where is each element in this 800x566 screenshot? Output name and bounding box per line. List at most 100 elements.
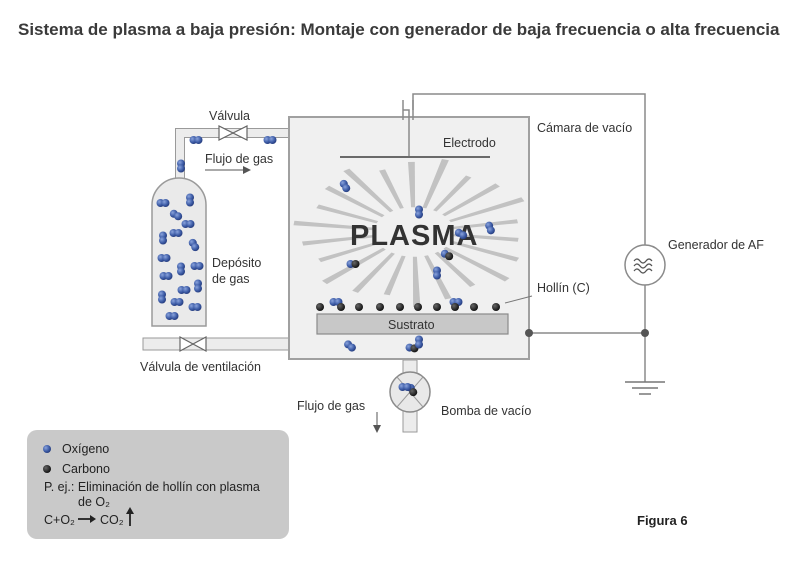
carbon-atom — [492, 303, 500, 311]
plasma-ray — [352, 252, 395, 293]
oxygen-atom — [459, 231, 468, 240]
plasma-ray — [383, 255, 406, 296]
oxygen-atom — [342, 184, 351, 193]
plasma-ray — [302, 234, 375, 246]
carbon-atom — [355, 303, 363, 311]
legend: Oxígeno Carbono P. ej.: Eliminación de h… — [27, 430, 289, 539]
oxygen-atom — [177, 267, 185, 276]
oxygen-atom — [415, 210, 423, 219]
legend-example-line1: P. ej.: Eliminación de hollín con plasma — [44, 480, 260, 494]
legend-example-line2: de O₂ — [78, 495, 110, 509]
oxygen-atom — [161, 199, 170, 207]
carbon-atom — [445, 252, 454, 261]
vent-pipe — [142, 337, 290, 351]
carbon-atom — [396, 303, 404, 311]
gas-up-arrow-icon — [126, 507, 134, 526]
carbon-atom — [409, 388, 418, 397]
plasma-ray — [453, 233, 519, 242]
plasma-ray — [449, 240, 520, 262]
plasma-ray — [408, 161, 416, 208]
carbon-atom — [470, 303, 478, 311]
electrode-label: Electrodo — [443, 136, 496, 150]
reaction-arrow-icon — [78, 515, 96, 523]
oxygen-atom — [194, 284, 202, 293]
plasma-ray — [433, 175, 472, 212]
plasma-ray — [318, 241, 379, 263]
carbon-atom — [316, 303, 324, 311]
oxygen-atom — [174, 229, 183, 237]
plasma-label: PLASMA — [350, 220, 478, 252]
soot-leader-line — [504, 295, 533, 304]
ground-icon — [625, 381, 665, 395]
figure-label: Figura 6 — [637, 513, 688, 528]
legend-oxygen: Oxígeno — [62, 442, 109, 456]
legend-carbon: Carbono — [62, 462, 110, 476]
plasma-ray — [422, 159, 449, 209]
substrate-label: Sustrato — [388, 318, 435, 332]
junction-dot — [525, 329, 533, 337]
oxygen-atom — [433, 271, 441, 280]
carbon-atom — [376, 303, 384, 311]
carbon-atom — [414, 303, 422, 311]
plasma-ray — [316, 204, 379, 224]
oxygen-legend-icon — [43, 445, 51, 453]
oxygen-atom — [164, 272, 173, 280]
carbon-atom — [433, 303, 441, 311]
oxygen-atom — [403, 383, 412, 391]
gas-flow-label-top: Flujo de gas — [205, 152, 273, 166]
plasma-ray — [434, 251, 476, 287]
gas-valve-icon[interactable] — [218, 125, 248, 141]
carbon-legend-icon — [43, 465, 51, 473]
oxygen-atom — [486, 226, 495, 235]
soot-label: Hollín (C) — [537, 281, 590, 295]
oxygen-atom — [182, 286, 191, 294]
valve-label: Válvula — [209, 109, 250, 123]
oxygen-atom — [158, 295, 166, 304]
oxygen-atom — [175, 298, 184, 306]
oxygen-atom — [347, 343, 356, 352]
oxygen-atom — [194, 136, 203, 144]
oxygen-atom — [174, 212, 183, 221]
gas-tank — [151, 177, 207, 327]
junction-dot — [641, 329, 649, 337]
plasma-glow — [293, 159, 525, 307]
plasma-ray — [343, 168, 394, 213]
vent-valve-icon[interactable] — [179, 335, 207, 353]
oxygen-atom — [162, 254, 171, 262]
plasma-ray — [443, 246, 510, 282]
plasma-ray — [449, 197, 525, 223]
plasma-ray — [379, 169, 404, 209]
oxygen-atom — [268, 136, 277, 144]
electrode-wiring — [402, 93, 646, 382]
plasma-ray — [293, 220, 375, 231]
plasma-ray — [442, 183, 500, 217]
oxygen-atom — [195, 262, 204, 270]
gas-tank-label-line2: de gas — [212, 272, 250, 286]
oxygen-atom — [159, 236, 167, 245]
oxygen-atom — [170, 312, 179, 320]
oxygen-atom — [415, 340, 423, 349]
gas-tank-label-line1: Depósito — [212, 256, 261, 270]
carbon-atom — [337, 303, 345, 311]
vent-valve-label: Válvula de ventilación — [140, 360, 261, 374]
reaction-right: CO₂ — [100, 513, 124, 527]
rf-generator — [624, 244, 666, 286]
plasma-ray — [412, 256, 421, 307]
oxygen-atom — [193, 303, 202, 311]
oxygen-atom — [177, 164, 185, 173]
carbon-atom — [451, 303, 459, 311]
plasma-ray — [324, 185, 385, 218]
oxygen-atom — [186, 220, 195, 228]
vacuum-chamber-label: Cámara de vacío — [537, 121, 632, 135]
vacuum-pump-label: Bomba de vacío — [441, 404, 531, 418]
reaction-left: C+O₂ — [44, 513, 75, 527]
oxygen-atom — [191, 243, 200, 252]
diagram-title: Sistema de plasma a baja presión: Montaj… — [18, 20, 780, 39]
molecules — [156, 136, 500, 397]
substrate — [316, 313, 509, 335]
gas-flow-label-bottom: Flujo de gas — [297, 399, 365, 413]
carbon-atom — [351, 260, 360, 268]
oxygen-atom — [186, 198, 194, 207]
generator-label: Generador de AF — [668, 238, 764, 252]
